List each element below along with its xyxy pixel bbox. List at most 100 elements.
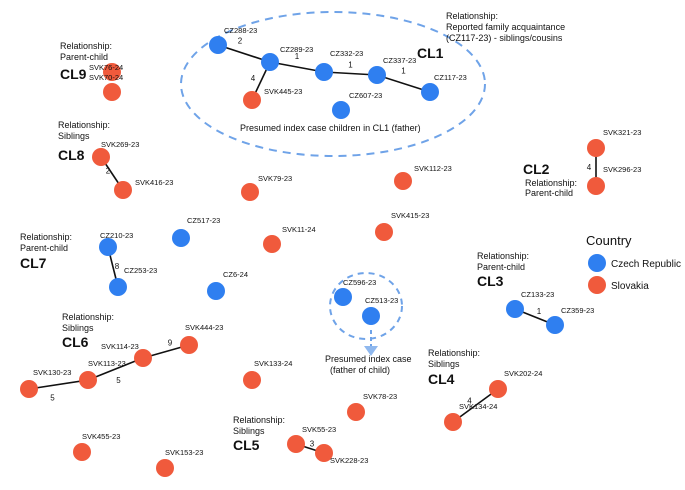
node-SVK114-23[interactable] [134, 349, 152, 367]
node-CZ210-23[interactable] [99, 238, 117, 256]
edge-SVK202-24-SVK134-24 [452, 388, 499, 423]
edge-label-SVK202-24-SVK134-24: 4 [467, 397, 472, 406]
edge-label-CZ289-23-CZ332-23: 1 [295, 52, 300, 61]
cl8-relationship-type: Siblings [58, 131, 90, 141]
node-SVK153-23[interactable] [156, 459, 174, 477]
node-label-CZ607-23: CZ607-23 [349, 91, 382, 100]
cl4-relationship-type: Siblings [428, 359, 460, 369]
node-CZ517-23[interactable] [172, 229, 190, 247]
cl3-relationship-heading: Relationship: [477, 251, 529, 261]
cluster-label-cl4: CL4 [428, 371, 455, 387]
edge-label-CZ289-23-SVK445-23: 4 [251, 74, 256, 83]
node-CZ6-24[interactable] [207, 282, 225, 300]
edge-label-SVK321-23-SVK296-23: 4 [587, 163, 592, 172]
node-CZ332-23[interactable] [315, 63, 333, 81]
cl5-relationship-heading: Relationship: [233, 415, 285, 425]
node-label-SVK228-23: SVK228-23 [330, 456, 368, 465]
node-SVK321-23[interactable] [587, 139, 605, 157]
cl1-relationship-heading: Relationship: [446, 11, 498, 21]
node-CZ337-23[interactable] [368, 66, 386, 84]
node-SVK296-23[interactable] [587, 177, 605, 195]
node-CZ596-23[interactable] [334, 288, 352, 306]
node-label-SVK76-24: SVK76-24 [89, 63, 123, 72]
node-label-SVK444-23: SVK444-23 [185, 323, 223, 332]
node-label-SVK416-23: SVK416-23 [135, 178, 173, 187]
node-SVK113-23[interactable] [79, 371, 97, 389]
node-CZ288-23[interactable] [209, 36, 227, 54]
edge-label-CZ332-23-CZ337-23: 1 [348, 61, 353, 70]
node-label-CZ117-23: CZ117-23 [434, 73, 467, 82]
node-label-CZ337-23: CZ337-23 [383, 56, 416, 65]
node-SVK79-23[interactable] [241, 183, 259, 201]
node-SVK11-24[interactable] [263, 235, 281, 253]
node-CZ253-23[interactable] [109, 278, 127, 296]
cl2-relationship-type: Parent-child [525, 188, 573, 198]
cluster-label-cl7: CL7 [20, 255, 47, 271]
node-SVK55-23[interactable] [287, 435, 305, 453]
node-label-CZ210-23: CZ210-23 [100, 231, 133, 240]
legend-label-slovakia: Slovakia [611, 281, 649, 292]
edge-label-CZ210-23-CZ253-23: 8 [115, 262, 120, 271]
node-SVK133-24[interactable] [243, 371, 261, 389]
cluster-label-cl8: CL8 [58, 147, 85, 163]
node-CZ359-23[interactable] [546, 316, 564, 334]
cl2-relationship-heading: Relationship: [525, 178, 577, 188]
node-CZ607-23[interactable] [332, 101, 350, 119]
node-label-SVK415-23: SVK415-23 [391, 211, 429, 220]
node-label-CZ517-23: CZ517-23 [187, 216, 220, 225]
node-SVK416-23[interactable] [114, 181, 132, 199]
node-label-SVK11-24: SVK11-24 [282, 225, 316, 234]
cl7-relationship-heading: Relationship: [20, 232, 72, 242]
legend-swatch-czech [588, 254, 606, 272]
edge-label-CZ337-23-CZ117-23: 1 [401, 67, 406, 76]
node-label-SVK78-23: SVK78-23 [363, 392, 397, 401]
node-label-CZ513-23: CZ513-23 [365, 296, 398, 305]
node-label-SVK113-23: SVK113-23 [88, 359, 126, 368]
node-label-CZ289-23: CZ289-23 [280, 45, 313, 54]
node-label-SVK445-23: SVK445-23 [264, 87, 302, 96]
node-SVK444-23[interactable] [180, 336, 198, 354]
edge-CZ337-23-CZ117-23 [376, 74, 431, 93]
node-CZ133-23[interactable] [506, 300, 524, 318]
node-SVK228-23[interactable] [315, 444, 333, 462]
node-label-CZ6-24: CZ6-24 [223, 270, 248, 279]
index-case-enclosure [329, 272, 403, 340]
node-label-SVK269-23: SVK269-23 [101, 140, 139, 149]
node-SVK112-23[interactable] [394, 172, 412, 190]
node-SVK130-23[interactable] [20, 380, 38, 398]
cluster-label-cl9: CL9 [60, 66, 87, 82]
cluster-label-cl5: CL5 [233, 437, 260, 453]
node-SVK78-23[interactable] [347, 403, 365, 421]
node-SVK445-23[interactable] [243, 91, 261, 109]
node-CZ513-23[interactable] [362, 307, 380, 325]
edge-SVK130-23-SVK113-23 [28, 379, 89, 390]
node-SVK134-24[interactable] [444, 413, 462, 431]
edge-label-SVK113-23-SVK114-23: 5 [116, 376, 121, 385]
node-label-SVK79-23: SVK79-23 [258, 174, 292, 183]
cl5-relationship-type: Siblings [233, 426, 265, 436]
node-SVK70-24[interactable] [103, 83, 121, 101]
edge-CZ288-23-CZ289-23 [217, 44, 271, 63]
node-label-CZ133-23: CZ133-23 [521, 290, 554, 299]
node-SVK269-23[interactable] [92, 148, 110, 166]
node-label-SVK55-23: SVK55-23 [302, 425, 336, 434]
cl3-relationship-type: Parent-child [477, 262, 525, 272]
node-CZ289-23[interactable] [261, 53, 279, 71]
node-label-SVK130-23: SVK130-23 [33, 368, 71, 377]
node-label-CZ332-23: CZ332-23 [330, 49, 363, 58]
node-label-SVK202-24: SVK202-24 [504, 369, 542, 378]
node-SVK415-23[interactable] [375, 223, 393, 241]
node-SVK202-24[interactable] [489, 380, 507, 398]
cl1-index-note: Presumed index case children in CL1 (fat… [240, 123, 421, 133]
node-SVK455-23[interactable] [73, 443, 91, 461]
edge-label-SVK114-23-SVK444-23: 9 [168, 339, 173, 348]
cl4-relationship-heading: Relationship: [428, 348, 480, 358]
cluster-label-cl3: CL3 [477, 273, 504, 289]
cluster-label-cl6: CL6 [62, 334, 89, 350]
cluster-label-cl2: CL2 [523, 161, 550, 177]
legend-title: Country [586, 233, 632, 248]
node-label-CZ596-23: CZ596-23 [343, 278, 376, 287]
node-SVK76-24[interactable] [103, 63, 121, 81]
node-CZ117-23[interactable] [421, 83, 439, 101]
